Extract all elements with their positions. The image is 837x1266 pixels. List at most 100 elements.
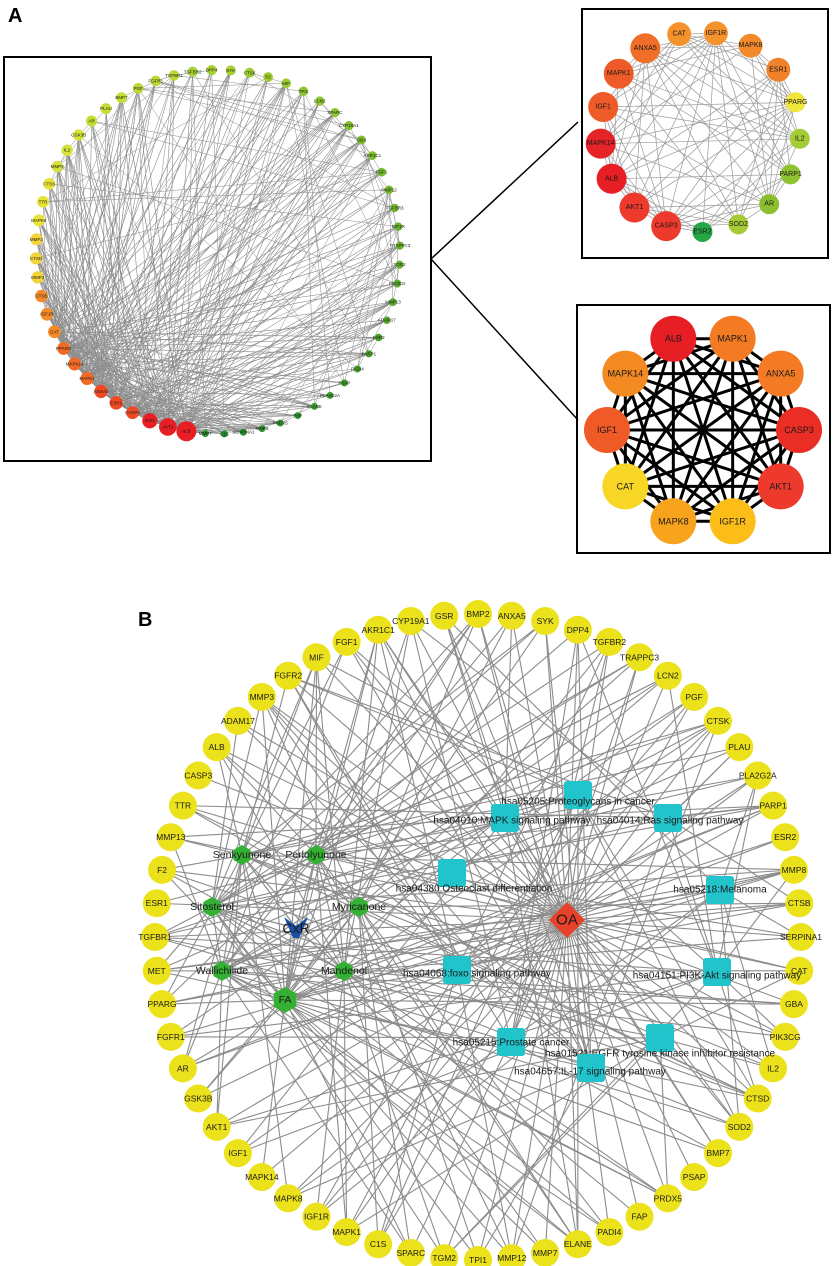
pathway-square: [577, 1054, 605, 1082]
node-label: ESR1: [769, 66, 787, 73]
network-edge: [287, 675, 458, 971]
network-edge: [42, 201, 133, 413]
node-label: FGF1: [376, 170, 388, 175]
network-edge: [161, 869, 458, 971]
pathway-label: hsa05205:Proteoglycans in cancer: [501, 797, 655, 808]
network-edge: [284, 999, 546, 1254]
ingredient-shape: [335, 961, 353, 981]
node-circle: [353, 365, 362, 373]
ingredient-node-fa: FA: [273, 987, 297, 1013]
network-edge: [63, 264, 400, 349]
ingredient-node-sitosterol: Sitosterol: [190, 897, 234, 917]
node-circle: [356, 135, 366, 145]
node-label: MAPK14: [587, 140, 615, 147]
network-edge: [715, 33, 796, 103]
pathway-square: [564, 781, 592, 809]
target-node-bmp2: BMP2: [464, 600, 492, 628]
node-circle: [704, 1139, 733, 1168]
node-circle: [738, 33, 763, 58]
node-label: CTSD: [30, 256, 43, 261]
ingredient-label: Perlolyunone: [285, 849, 346, 861]
network-edge: [477, 613, 592, 1069]
node-circle: [223, 706, 252, 735]
node-label: FAP: [631, 1212, 647, 1222]
network-edge: [36, 171, 382, 259]
node-label: TGFBR2: [184, 69, 202, 74]
network-edge: [49, 183, 133, 413]
node-label: ANXA5: [634, 45, 657, 52]
network-edge: [41, 295, 225, 435]
node-circle: [704, 706, 733, 735]
node-label: CTSD: [746, 1094, 769, 1104]
node-label: PGF: [134, 86, 144, 91]
node-circle: [364, 1230, 393, 1259]
node-label: ELANE: [307, 404, 322, 409]
node-circle: [344, 121, 354, 131]
node-circle: [332, 1218, 361, 1247]
node-circle: [168, 70, 180, 81]
node-circle: [703, 21, 728, 46]
target-node-adam17: ADAM17: [221, 706, 255, 735]
node-label: IGF1: [597, 425, 617, 435]
network-edge: [86, 91, 304, 379]
network-edge: [443, 1037, 661, 1259]
node-label: SOD2: [728, 1122, 751, 1132]
target-node-gsk3b: GSK3B: [184, 1084, 213, 1113]
node-prdx5: PRDX5: [273, 419, 288, 427]
network-edge: [221, 970, 786, 1038]
overview-network: ALBAKT1IGF1CASP3ESR1ANXA5MAPK1MAPK14PPAR…: [30, 65, 411, 442]
node-label: MAPK14: [245, 1172, 279, 1182]
network-edge: [678, 33, 791, 175]
node-mmp13: MMP13: [385, 298, 401, 307]
pathway-square: [646, 1024, 674, 1052]
node-circle: [367, 151, 377, 160]
network-edge: [138, 88, 345, 384]
network-edge: [346, 919, 568, 1233]
network-edge: [716, 775, 759, 973]
node-circle: [276, 419, 284, 427]
network-edge: [315, 854, 348, 1233]
network-edge: [611, 34, 680, 179]
network-edge: [611, 73, 620, 179]
network-edge: [221, 675, 669, 972]
overview-edges: [35, 69, 401, 435]
ingredient-label: Sitosterol: [190, 901, 234, 913]
network-edge: [346, 641, 592, 1069]
network-edge: [343, 641, 610, 972]
network-edge: [346, 641, 718, 973]
network-edge: [63, 348, 187, 432]
node-label: TRAPPC3: [390, 243, 411, 248]
node-circle: [340, 379, 348, 387]
network-edge: [211, 854, 317, 908]
node-label: ELANE: [564, 1239, 592, 1249]
network-edge: [716, 869, 795, 973]
node-circle: [132, 83, 144, 94]
ingredient-label: FA: [279, 994, 292, 1006]
network-edge: [46, 314, 315, 407]
network-edge: [602, 33, 680, 108]
network-edge: [54, 71, 193, 332]
node-circle: [263, 72, 274, 82]
network-edge: [132, 319, 387, 413]
network-edge: [315, 657, 345, 972]
ingredient-node-mandenol: Mandenol: [321, 961, 367, 981]
network-edge: [284, 620, 412, 1001]
network-edge: [63, 348, 225, 435]
node-circle: [225, 65, 236, 76]
target-node-ctsd: CTSD: [743, 1084, 772, 1113]
pathway-label: hsa04380:Osteoclast differentiation: [396, 884, 553, 895]
network-edge: [510, 641, 610, 1043]
node-circle: [653, 1184, 682, 1213]
node-label: CAT: [791, 966, 807, 976]
network-edge: [284, 999, 669, 1199]
network-edge: [284, 999, 412, 1254]
node-syk: SYK: [225, 65, 236, 76]
network-edge: [566, 805, 774, 921]
node-circle: [57, 341, 71, 355]
node-fgf1: FGF1: [376, 167, 388, 177]
network-edge: [665, 102, 796, 227]
network-edge: [121, 97, 151, 421]
node-label: FGFR1: [148, 78, 163, 83]
node-igf1: IGF1: [142, 413, 158, 429]
node-label: MET: [148, 966, 166, 976]
